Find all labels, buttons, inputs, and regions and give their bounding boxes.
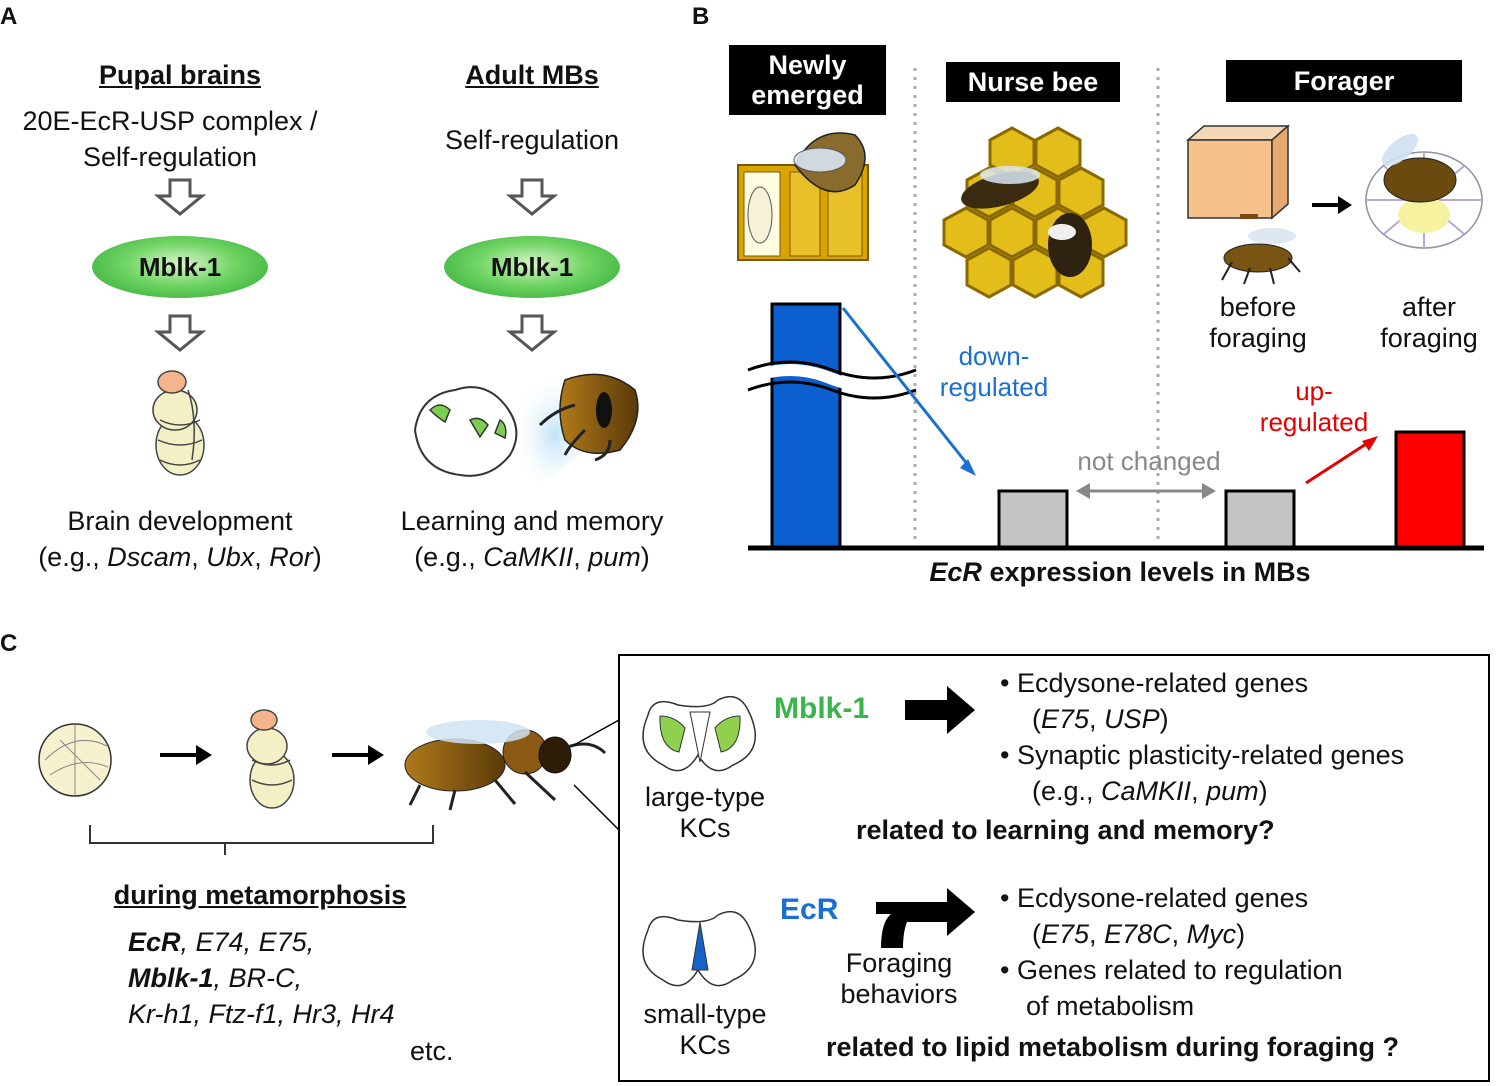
bee-brain-icon — [413, 370, 639, 500]
right-arrow-icon — [1312, 196, 1352, 214]
large-bullet-2: • Synaptic plasticity-related genes — [1000, 740, 1405, 770]
stage-label-nurse-bee: Nurse bee — [946, 62, 1120, 102]
large-bullet-1: • Ecdysone-related genes — [1000, 668, 1309, 698]
bar-nurse-bee — [997, 489, 1069, 550]
small-kc-diagram — [642, 910, 756, 987]
up-regulated-label-2: regulated — [1259, 407, 1369, 437]
bar-after-foraging — [1394, 430, 1466, 550]
large-kc-label-1: large-type — [644, 782, 766, 812]
mblk1-node-adult: Mblk-1 — [444, 236, 620, 298]
large-kc-diagram — [642, 695, 756, 772]
bar-newly-emerged — [747, 302, 917, 550]
down-regulated-label-1: down- — [958, 341, 1030, 371]
small-bullet-1-genes: (E75, E78C, Myc) — [1032, 919, 1246, 949]
up-regulated-arrow — [1305, 436, 1378, 485]
factor-mblk1: Mblk-1 — [774, 692, 870, 725]
after-foraging-label-2: foraging — [1380, 323, 1478, 353]
panel-label-b: B — [692, 3, 710, 30]
down-arrow-icon — [153, 178, 207, 216]
during-metamorphosis-heading: during metamorphosis — [113, 880, 407, 910]
hive-box-icon — [1186, 124, 1290, 220]
etc-label: etc. — [410, 1036, 454, 1066]
factor-ecr: EcR — [780, 893, 839, 926]
down-regulated-arrow — [841, 307, 976, 476]
pupal-examples: (e.g., Dscam, Ubx, Ror) — [38, 542, 322, 572]
up-regulated-label-1: up- — [1295, 376, 1333, 406]
small-bullet-1: • Ecdysone-related genes — [1000, 883, 1309, 913]
small-kc-label-1: small-type — [643, 999, 767, 1029]
conclusion-lipid-metabolism: related to lipid metabolism during forag… — [826, 1032, 1400, 1062]
bar-before-foraging — [1224, 489, 1296, 550]
pupal-brains-heading: Pupal brains — [98, 60, 262, 90]
stage-label-newly-emerged: Newly emerged — [729, 45, 886, 115]
conclusion-learning-memory: related to learning and memory? — [856, 815, 1275, 845]
forager-bee-icon — [1221, 228, 1301, 285]
metamorphosis-gene-list: EcR, E74, E75, Mblk-1, BR-C, Kr-h1, Ftz-… — [128, 927, 395, 1029]
bracket — [89, 825, 434, 855]
adult-examples: (e.g., CaMKII, pum) — [414, 542, 650, 572]
after-foraging-label-1: after — [1401, 292, 1457, 322]
bee-on-flower-icon — [1365, 133, 1483, 249]
down-arrow-icon — [153, 314, 207, 352]
ecr-axis-label: EcR expression levels in MBs — [929, 557, 1311, 587]
not-changed-arrow — [1076, 483, 1216, 499]
small-bullet-2-line2: of metabolism — [1026, 991, 1195, 1021]
trigger-label-1: Foraging — [845, 948, 953, 978]
small-kc-label-2: KCs — [679, 1030, 731, 1060]
nurse-bee-icon — [961, 166, 1092, 277]
before-foraging-label-2: foraging — [1209, 323, 1307, 353]
not-changed-label: not changed — [1077, 446, 1221, 476]
down-arrow-icon — [505, 314, 559, 352]
trigger-label-2: behaviors — [840, 979, 958, 1009]
large-kc-label-2: KCs — [679, 813, 731, 843]
pupal-regulator-line2: Self-regulation — [82, 142, 258, 172]
pupal-outcome: Brain development — [67, 506, 293, 536]
mblk1-node-pupal: Mblk-1 — [92, 236, 268, 298]
before-foraging-label-1: before — [1219, 292, 1297, 322]
right-arrow-icon — [332, 745, 384, 765]
adult-regulator: Self-regulation — [444, 125, 620, 155]
down-regulated-label-2: regulated — [939, 372, 1049, 402]
right-arrow-icon — [160, 745, 212, 765]
panel-label-a: A — [0, 3, 18, 30]
larva-icon — [38, 723, 112, 797]
summary-box — [618, 654, 1490, 1082]
adult-mbs-heading: Adult MBs — [465, 60, 599, 90]
large-bullet-1-genes: (E75, USP) — [1032, 704, 1169, 734]
pupal-regulator-line1: 20E-EcR-USP complex / — [22, 106, 318, 136]
curved-block-arrow-icon — [876, 888, 975, 948]
adult-bee-icon — [404, 720, 607, 811]
newly-emerged-bee-icon — [737, 132, 869, 261]
large-bullet-2-genes: (e.g., CaMKII, pum) — [1032, 776, 1268, 806]
nurse-bee-comb-icon — [942, 126, 1128, 299]
adult-outcome: Learning and memory — [400, 506, 664, 536]
down-arrow-icon — [505, 178, 559, 216]
panel-label-c: C — [0, 630, 18, 657]
pupa-icon — [152, 370, 205, 476]
pupa-icon — [246, 709, 295, 809]
block-arrow-icon — [905, 686, 975, 734]
stage-label-forager: Forager — [1226, 60, 1462, 102]
small-bullet-2: • Genes related to regulation — [1000, 955, 1343, 985]
